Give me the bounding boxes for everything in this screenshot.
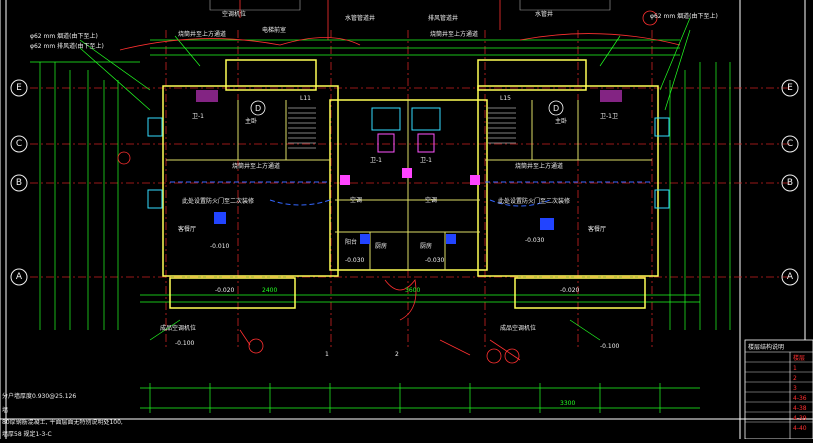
stair-left — [288, 107, 316, 149]
label-living-right: 客餐厅 — [588, 225, 606, 233]
label-ceiling-right: 烧筒井至上方通道 — [430, 30, 478, 38]
label-top-right: 水管井 — [535, 10, 553, 18]
label-aircon-bottom-right: 成品空调机位 — [500, 324, 536, 332]
axis-bubble-C-left — [10, 135, 28, 153]
title-block-row-4: 4-36 — [793, 395, 807, 402]
title-block-row-6: 4-39 — [793, 415, 807, 422]
dimension-ticks — [149, 383, 661, 413]
label-aircon-top-left: 空调机位 — [222, 10, 246, 18]
title-block-heading: 楼层结构说明 — [748, 343, 784, 351]
axis-bubbles-right: E C B A — [781, 79, 799, 286]
label-stair-left: L11 — [300, 95, 311, 102]
label-bath-right: 卫-1卫 — [600, 113, 618, 120]
label-ldr: 电梯前室 — [262, 26, 286, 34]
label-elev-outdoor-left: -0.020 — [215, 287, 235, 294]
label-dim-3300: 3300 — [560, 400, 575, 407]
svg-text:E: E — [787, 83, 793, 93]
label-top-center2: 排风管道井 — [428, 14, 458, 22]
label-door-left: 此处设置防火门至二次装修 — [182, 197, 254, 205]
label-elev-front-right: -0.100 — [600, 343, 620, 350]
label-elev-kitchen: -0.030 — [345, 257, 365, 264]
label-living-left: 客餐厅 — [178, 225, 196, 233]
label-elev-living-right: -0.030 — [525, 237, 545, 244]
label-bath-left: 卫-1 — [192, 113, 204, 120]
title-block-row-2: 2 — [793, 375, 797, 382]
svg-text:D: D — [553, 104, 559, 113]
svg-text:B: B — [16, 178, 22, 188]
svg-text:B: B — [787, 178, 793, 188]
label-bath-center2: 卫-1 — [420, 157, 432, 164]
label-elev-balcony: -0.030 — [425, 257, 445, 264]
label-stair-right: L15 — [500, 95, 511, 102]
axis-bubble-A-right — [781, 268, 799, 286]
label-balcony: 阳台 — [345, 238, 357, 246]
label-kitchen-left: 厨房 — [375, 242, 387, 250]
axis-bubbles-left: E C B A — [10, 79, 28, 286]
label-ceiling-note-right: 烧筒井至上方通道 — [515, 162, 563, 170]
title-block-row-1: 1 — [793, 365, 797, 372]
interior-walls — [166, 100, 652, 270]
axis-gridlines-horizontal — [30, 87, 790, 278]
label-dim-3600: 3600 — [405, 287, 420, 294]
note-line-3: 80厚钢筋混凝土, 平面层面无特别说明处100, — [2, 418, 123, 426]
label-bath-center: 卫-1 — [370, 157, 382, 164]
axis-bubble-C-right — [781, 135, 799, 153]
svg-text:A: A — [787, 272, 794, 282]
label-door-right: 此处设置防火门至二次装修 — [498, 197, 570, 205]
axis-bubble-B-left — [10, 174, 28, 192]
room-tag-bubbles: D D — [250, 100, 564, 116]
title-block-row-3: 3 — [793, 385, 797, 392]
title-block-row-0: 楼层 — [793, 354, 805, 362]
axis-bubble-A-left — [10, 268, 28, 286]
note-line-4: 墙厚58 规定1-3-C — [2, 430, 52, 438]
title-block: 楼层结构说明 楼层 1 2 3 4-36 4-38 4-39 4-40 — [744, 339, 813, 440]
blue-dashed-lines — [170, 181, 650, 207]
label-elev-front-left: -0.100 — [175, 340, 195, 347]
note-line-1: 分户墙厚度0.930@25.126 — [2, 392, 76, 400]
title-block-row-5: 4-38 — [793, 405, 807, 412]
label-master-bedroom-right: 主卧 — [555, 117, 567, 125]
svg-text:A: A — [16, 272, 23, 282]
axis-bubble-B-right — [781, 174, 799, 192]
label-vent-right: φ62 mm 烟道(由下至上) — [650, 12, 718, 20]
label-dim-2400: 2400 — [262, 287, 277, 294]
label-ceiling-note-left: 烧筒井至上方通道 — [232, 162, 280, 170]
svg-text:C: C — [787, 139, 793, 149]
label-vent-left2: φ62 mm 排风道(由下至上) — [30, 42, 104, 50]
plan-text: 空调机位 水管管道井 排风管道井 水管井 φ62 mm 烟道(由下至上) φ62… — [30, 10, 718, 407]
label-top-center: 水管管道井 — [345, 14, 375, 22]
revision-bubbles — [117, 10, 658, 364]
label-aircon-mid2: 空调 — [425, 196, 437, 204]
label-axis-col-2: 2 — [395, 351, 399, 358]
label-axis-col-1: 1 — [325, 351, 329, 358]
leader-lines — [79, 17, 691, 341]
title-block-row-7: 4-40 — [793, 425, 807, 432]
svg-text:C: C — [16, 139, 22, 149]
revision-clouds — [119, 0, 681, 361]
label-elev-living-left: -0.010 — [210, 243, 230, 250]
svg-text:D: D — [255, 104, 261, 113]
label-vent-left: φ62 mm 烟道(由下至上) — [30, 32, 98, 40]
stair-right — [488, 107, 516, 144]
label-master-bedroom-left: 主卧 — [245, 117, 257, 125]
label-aircon-bottom-left: 成品空调机位 — [160, 324, 196, 332]
general-notes: 分户墙厚度0.930@25.126 墙 80厚钢筋混凝土, 平面层面无特别说明处… — [2, 392, 123, 438]
label-aircon-mid: 空调 — [350, 196, 362, 204]
note-line-2: 墙 — [2, 406, 8, 414]
axis-bubble-E-left — [10, 79, 28, 97]
svg-text:E: E — [16, 83, 22, 93]
label-ceiling-left: 烧筒井至上方通道 — [178, 30, 226, 38]
label-elev-outdoor-right: -0.020 — [560, 287, 580, 294]
axis-bubble-E-right — [781, 79, 799, 97]
site-boundary — [209, 0, 611, 11]
dimension-lines — [30, 39, 731, 409]
exterior-walls — [162, 59, 659, 309]
label-kitchen-right: 厨房 — [420, 242, 432, 250]
fixtures — [147, 90, 670, 244]
